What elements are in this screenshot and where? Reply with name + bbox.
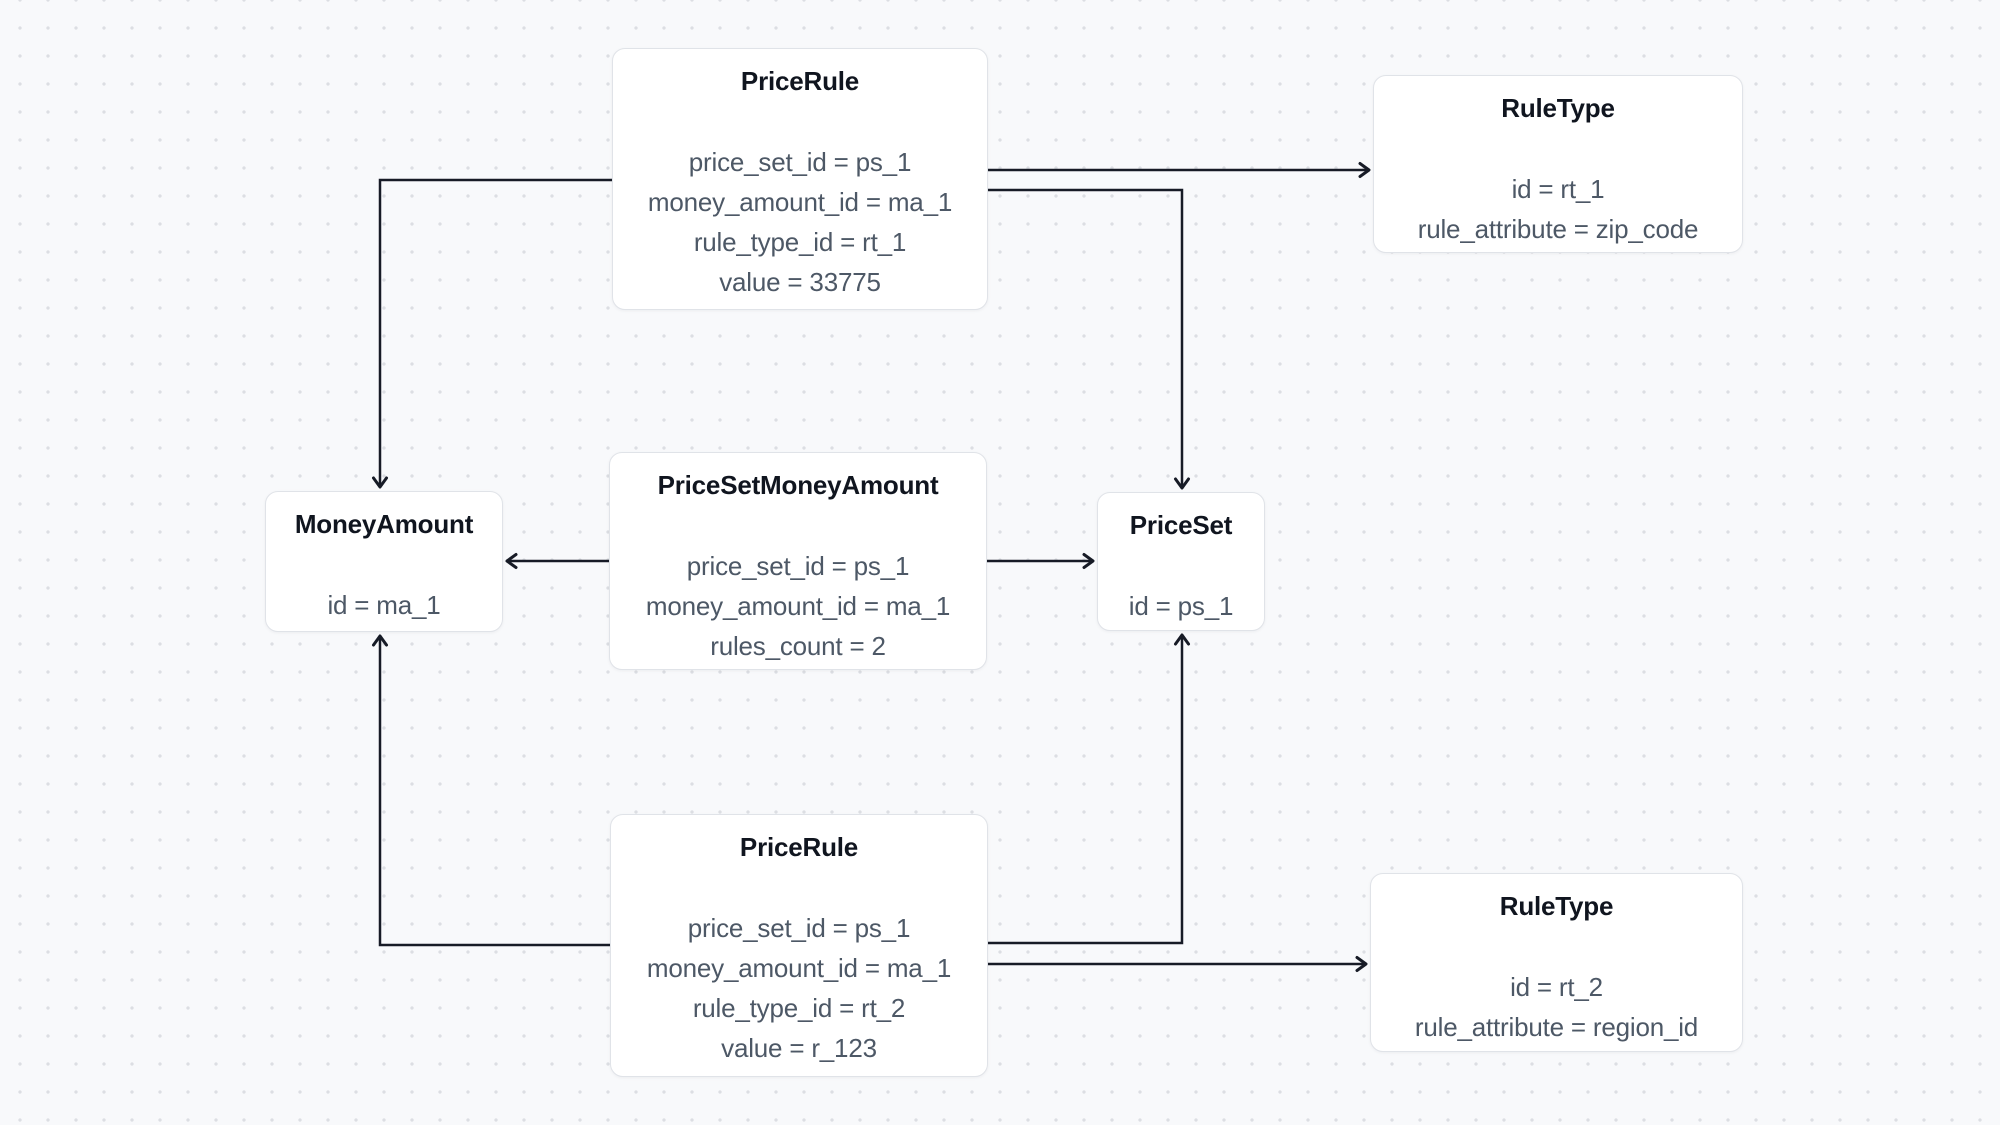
node-attr: price_set_id = ps_1 <box>687 913 911 943</box>
node-attrs: price_set_id = ps_1 money_amount_id = ma… <box>613 142 987 302</box>
node-attr: value = 33775 <box>719 267 881 297</box>
node-pricerule-2[interactable]: PriceRule price_set_id = ps_1 money_amou… <box>610 814 988 1077</box>
edge-pricerule-1-to-moneyamount <box>372 178 612 489</box>
node-attrs: id = ps_1 <box>1098 586 1264 626</box>
node-attr: money_amount_id = ma_1 <box>646 953 952 983</box>
node-attrs: id = ma_1 <box>266 585 502 625</box>
node-attr: price_set_id = ps_1 <box>686 551 910 581</box>
node-title: PriceRule <box>740 66 860 96</box>
node-attrs: id = rt_2 rule_attribute = region_id <box>1371 967 1742 1047</box>
edge-pricerule-2-to-moneyamount <box>372 634 610 947</box>
node-attr: id = rt_1 <box>1511 174 1605 204</box>
node-attrs: id = rt_1 rule_attribute = zip_code <box>1374 169 1742 249</box>
node-attr: id = ma_1 <box>327 590 441 620</box>
node-attr: money_amount_id = ma_1 <box>647 187 953 217</box>
node-ruletype-2[interactable]: RuleType id = rt_2 rule_attribute = regi… <box>1370 873 1743 1052</box>
edge-pricerule-1-to-priceset <box>988 188 1190 490</box>
node-attr: rule_type_id = rt_2 <box>692 993 906 1023</box>
node-title: RuleType <box>1501 93 1615 123</box>
node-attr: id = ps_1 <box>1128 591 1234 621</box>
node-attr: id = rt_2 <box>1510 972 1603 1002</box>
node-ruletype-1[interactable]: RuleType id = rt_1 rule_attribute = zip_… <box>1373 75 1743 253</box>
node-attr: value = r_123 <box>721 1033 877 1063</box>
edge-pricerule-2-to-priceset <box>988 633 1190 945</box>
node-pricesetmoneyamount[interactable]: PriceSetMoneyAmount price_set_id = ps_1 … <box>609 452 987 670</box>
node-attrs: price_set_id = ps_1 money_amount_id = ma… <box>610 546 986 666</box>
node-title: MoneyAmount <box>294 509 474 539</box>
node-attr: rules_count = 2 <box>710 631 886 661</box>
node-title: PriceSetMoneyAmount <box>657 470 939 500</box>
node-attrs: price_set_id = ps_1 money_amount_id = ma… <box>611 908 987 1068</box>
node-title: PriceRule <box>739 832 859 862</box>
node-pricerule-1[interactable]: PriceRule price_set_id = ps_1 money_amou… <box>612 48 988 310</box>
node-attr: money_amount_id = ma_1 <box>645 591 951 621</box>
node-moneyamount[interactable]: MoneyAmount id = ma_1 <box>265 491 503 632</box>
node-attr: rule_type_id = rt_1 <box>693 227 907 257</box>
node-attr: price_set_id = ps_1 <box>688 147 912 177</box>
node-attr: rule_attribute = zip_code <box>1417 214 1699 244</box>
node-attr: rule_attribute = region_id <box>1414 1012 1699 1042</box>
node-title: PriceSet <box>1129 510 1233 540</box>
node-title: RuleType <box>1499 891 1614 921</box>
node-priceset[interactable]: PriceSet id = ps_1 <box>1097 492 1265 631</box>
